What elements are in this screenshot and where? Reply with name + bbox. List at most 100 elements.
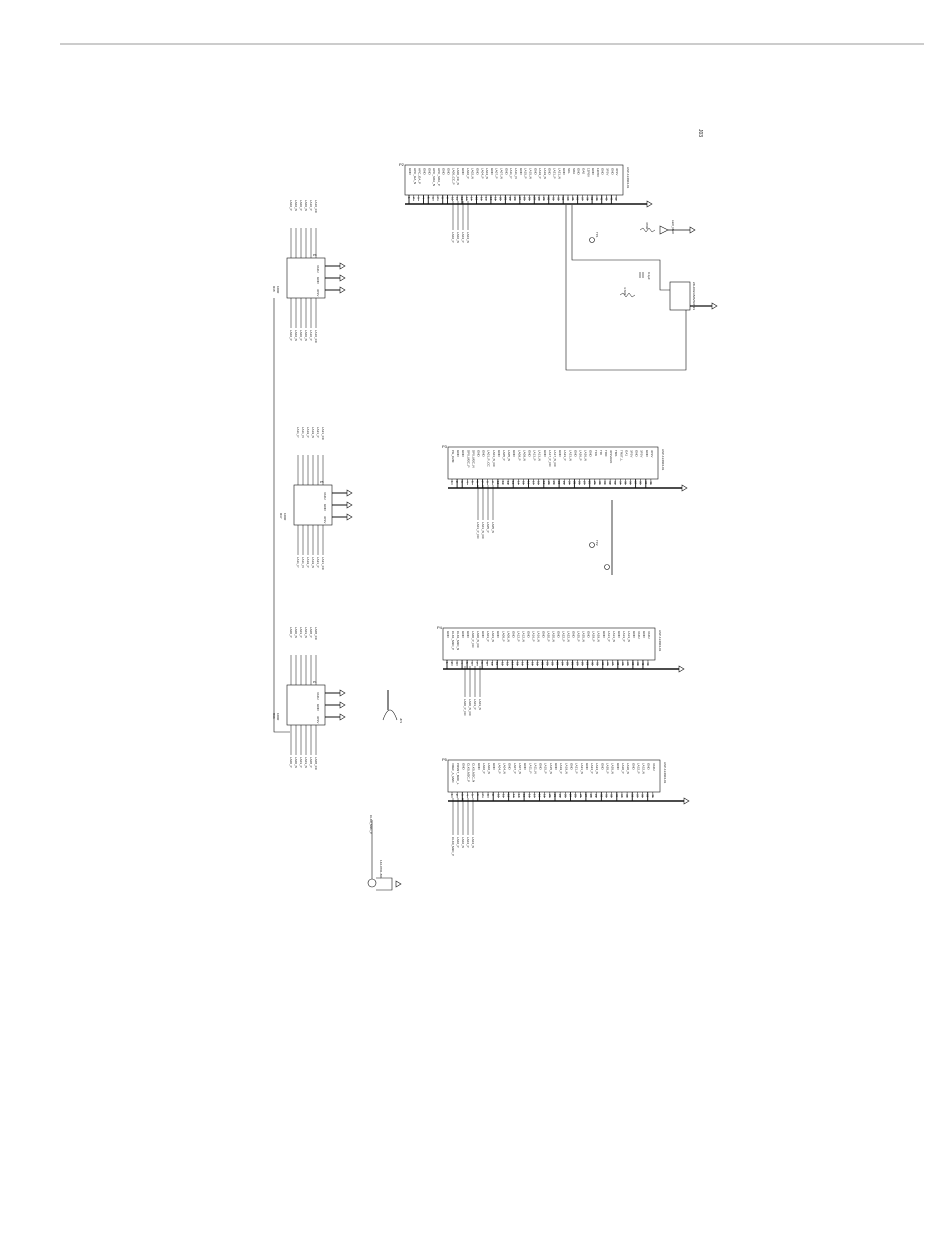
pin-label: LA02_N: [471, 168, 475, 179]
pin-number: 16: [479, 197, 483, 201]
pin-number: 35: [623, 481, 627, 485]
pin-number: 33: [606, 662, 610, 666]
testpoint-symbol: [589, 237, 595, 243]
pin-label: VREF_A_M2C: [451, 763, 455, 784]
pin-number: 16: [527, 794, 531, 798]
pin-label: LA23_P: [563, 450, 567, 461]
pin-label: LA26_P: [579, 450, 583, 461]
pin-label: GND: [539, 763, 543, 771]
pin-number: 18: [530, 662, 534, 666]
pin-label: GND: [422, 168, 426, 176]
net-label: LA08_CC: [314, 627, 318, 641]
pin-number: 2: [450, 662, 454, 664]
out-label: GND: [316, 277, 320, 285]
pin-number: 32: [610, 794, 614, 798]
pin-label: LA24_P: [590, 763, 594, 774]
pin-number: 12: [506, 481, 510, 485]
pin-label: LA21_P: [575, 763, 579, 774]
pin-number: 4: [460, 662, 464, 664]
pin-number: 21: [503, 197, 507, 201]
pin-label: GND: [497, 450, 501, 458]
pin-label: GND: [466, 631, 470, 639]
eeprom-part: 24LC02-I/MS/SOT23: [692, 282, 696, 310]
pin-number: 1: [450, 794, 454, 796]
pin-label: HPC_GA_N: [413, 168, 417, 184]
pin-label: LA28_P: [606, 763, 610, 774]
ground-symbol: [646, 200, 653, 208]
pin-label: LA32_N: [642, 763, 646, 774]
pin-number: 36: [576, 197, 580, 201]
pin-label: GND: [519, 168, 523, 176]
connector-p4: P4ASP-134604-01GND1CLK1_M2C_P2CLK1_M2C_N…: [437, 625, 685, 717]
pin-label: LA24_N: [595, 763, 599, 774]
out-label: 3P3V: [323, 516, 327, 523]
pin-label: LA31_P: [607, 631, 611, 642]
out-label: VADJ: [316, 265, 320, 273]
pin-label: TDI: [599, 450, 603, 455]
pin-label: LA00_P_CC: [471, 631, 475, 649]
pin-label: GND: [632, 631, 636, 639]
pin-label: LA20_N: [552, 631, 556, 642]
pin-number: 15: [474, 197, 478, 201]
pin-label: LA15_P: [544, 763, 548, 774]
pin-label: 3P3V: [606, 168, 610, 175]
pin-label: GND: [572, 631, 576, 639]
pin-label: SCL: [567, 168, 571, 174]
pin-label: GND: [601, 168, 605, 176]
pin-number: 15: [521, 481, 525, 485]
pin-number: 21: [553, 794, 557, 798]
pin-number: 40: [595, 197, 599, 201]
pin-label: LA11_P: [509, 168, 513, 178]
pin-label: GND: [492, 763, 496, 771]
net-label: LA05_N: [491, 522, 495, 533]
pin-label: LA08_N: [506, 631, 510, 642]
pin-label: LA28_N: [611, 763, 615, 774]
led-symbol: [659, 225, 669, 235]
pin-number: 23: [563, 794, 567, 798]
pin-label: GND: [461, 631, 465, 639]
net-label: LA00_N: [294, 627, 298, 638]
pin-label: GND: [573, 450, 577, 458]
net-label: LA10_CC: [314, 330, 318, 344]
pin-number: 31: [603, 481, 607, 485]
pin-label: LA32_P: [636, 763, 640, 774]
pin-label: GND: [461, 168, 465, 176]
pin-number: 31: [552, 197, 556, 201]
pin-number: 19: [542, 481, 546, 485]
pin-label: GND: [481, 631, 485, 639]
pin-number: 11: [501, 481, 505, 484]
pin-label: LA11_N: [533, 763, 537, 774]
pin-number: 11: [502, 794, 506, 797]
net-label: LA02_N: [456, 232, 460, 243]
pin-label: LA22_P: [562, 631, 566, 642]
jumper-symbol: [382, 709, 398, 721]
ground-symbol: [346, 501, 353, 509]
fmc-connectors: P2ASP-134604-01GND1HPC_GA_N2HPC_GA_P3GND…: [399, 162, 690, 856]
pin-label: LA00_CC_P: [451, 168, 455, 185]
connector-ref: P5: [442, 757, 448, 762]
pin-label: GND: [617, 631, 621, 639]
pin-number: 39: [590, 197, 594, 201]
pin-label: LA30_N: [626, 763, 630, 774]
pin-number: 9: [485, 662, 489, 664]
ground-symbol: [339, 701, 346, 709]
pin-label: LA03_N: [491, 631, 495, 642]
pin-label: GND: [477, 763, 481, 771]
connector-part: ASP-134604-01: [663, 762, 667, 784]
pin-number: 35: [616, 662, 620, 666]
pin-label: LA11_P: [528, 763, 532, 773]
net-label: LA21_CC: [321, 427, 325, 441]
i2c-wire: [571, 205, 670, 291]
net-label: LA03_P: [299, 757, 303, 768]
pin-number: 27: [583, 481, 587, 485]
header-ref: P6: [313, 253, 317, 257]
pin-label: GND: [461, 763, 465, 771]
pin-number: 23: [556, 662, 560, 666]
net-label: LA04_N: [471, 837, 475, 848]
pin-number: 2: [455, 794, 459, 796]
net-label: LA02_N: [294, 200, 298, 211]
net-label: LA08_CC: [314, 757, 318, 771]
pin-number: 42: [605, 197, 609, 201]
pin-number: 5: [465, 662, 469, 664]
